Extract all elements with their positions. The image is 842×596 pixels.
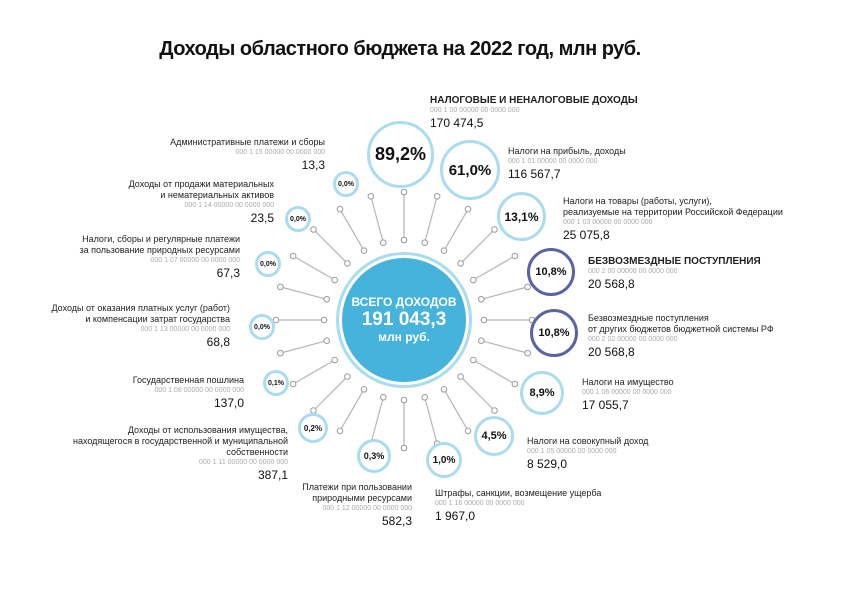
label-natural-resources: Платежи при пользовании природными ресур… (302, 482, 412, 528)
pct-bubble-goods-tax: 13,1% (497, 192, 546, 241)
spoke-line (472, 359, 516, 385)
spoke-node (524, 349, 531, 357)
spoke-node (457, 260, 464, 267)
pct-bubble-property-use: 0,2% (298, 413, 328, 443)
spoke-node (440, 247, 448, 255)
spoke-node (524, 283, 531, 291)
spoke-line (481, 286, 528, 300)
spoke-node (421, 239, 429, 247)
label-property-use: Доходы от использования имущества, наход… (72, 425, 288, 482)
spoke-node (477, 337, 485, 345)
spoke-node (400, 236, 408, 244)
spoke-node (277, 349, 284, 357)
pct-bubble-profit-tax: 61,0% (440, 140, 500, 200)
pct-bubble-admin-fees: 0,0% (333, 171, 359, 197)
spoke-node (360, 247, 368, 255)
label-fines: Штрафы, санкции, возмещение ущерба 000 1… (435, 488, 602, 523)
total-hub: ВСЕГО ДОХОДОВ 191 043,3 млн руб. (339, 255, 469, 385)
hub-total: 191 043,3 (361, 309, 447, 330)
label-aggregate-tax: Налоги на совокупный доход 000 1 05 0000… (527, 436, 649, 471)
spoke-node (400, 396, 408, 404)
spoke-node (331, 356, 339, 364)
spoke-node (331, 276, 339, 284)
pct-bubble-asset-sales: 0,0% (285, 206, 311, 232)
label-gratuitous: БЕЗВОЗМЕЗДНЫЕ ПОСТУПЛЕНИЯ 000 2 00 00000… (588, 256, 761, 291)
pct-bubble-state-duty: 0,1% (263, 370, 289, 396)
spoke-line (424, 196, 438, 243)
spoke-line (370, 397, 384, 444)
pct-bubble-interbudget: 10,8% (530, 309, 578, 357)
label-state-duty: Государственная пошлина 000 1 08 00000 0… (132, 375, 244, 410)
spoke-node (511, 252, 519, 260)
hub-unit: млн руб. (378, 330, 430, 344)
spoke-line (292, 255, 336, 281)
spoke-node (289, 380, 297, 388)
spoke-node (469, 356, 477, 364)
spoke-node (336, 205, 344, 213)
spoke-node (464, 205, 472, 213)
spoke-node (379, 393, 387, 401)
label-resource-fees: Налоги, сборы и регулярные платежи за по… (79, 234, 240, 280)
pct-bubble-paid-services: 0,0% (249, 314, 275, 340)
spoke-node (323, 337, 331, 345)
spoke-node (491, 407, 498, 414)
spoke-line (280, 286, 327, 300)
label-admin-fees: Административные платежи и сборы 000 1 1… (170, 137, 325, 172)
spoke-line (460, 376, 495, 411)
spoke-node (320, 316, 328, 324)
pct-bubble-gratuitous: 10,8% (527, 248, 575, 296)
spoke-line (292, 359, 336, 385)
spoke-node (400, 188, 408, 196)
spoke-line (370, 196, 384, 243)
spoke-node (457, 373, 464, 380)
spoke-node (480, 316, 488, 324)
spoke-line (443, 208, 469, 252)
spoke-line (280, 340, 327, 354)
pct-bubble-aggregate-tax: 4,5% (474, 416, 514, 456)
spoke-node (379, 239, 387, 247)
spoke-node (433, 193, 441, 200)
spoke-node (344, 260, 351, 267)
pct-bubble-fines: 1,0% (426, 442, 462, 478)
pct-bubble-tax-nontax: 89,2% (367, 121, 434, 188)
spoke-line (460, 229, 495, 264)
spoke-node (477, 295, 485, 303)
spoke-node (491, 226, 498, 233)
spoke-line (443, 388, 469, 432)
spoke-node (464, 427, 472, 435)
spoke-node (400, 444, 408, 452)
label-tax-nontax: НАЛОГОВЫЕ И НЕНАЛОГОВЫЕ ДОХОДЫ 000 1 00 … (430, 95, 638, 130)
spoke-node (310, 226, 317, 233)
spoke-node (323, 295, 331, 303)
page-title: Доходы областного бюджета на 2022 год, м… (159, 38, 641, 60)
spoke-line (339, 208, 365, 252)
label-property-tax: Налоги на имущество 000 1 06 00000 00 00… (582, 377, 674, 412)
label-profit-tax: Налоги на прибыль, доходы 000 1 01 00000… (508, 146, 626, 181)
spoke-node (344, 373, 351, 380)
spoke-line (472, 255, 516, 281)
spoke-node (421, 393, 429, 401)
label-asset-sales: Доходы от продажи материальных и нематер… (128, 179, 274, 225)
spoke-node (469, 276, 477, 284)
spoke-line (339, 388, 365, 432)
pct-bubble-natural-resources: 0,3% (357, 439, 391, 473)
hub-label: ВСЕГО ДОХОДОВ (351, 295, 457, 309)
spoke-node (511, 380, 519, 388)
spoke-node (440, 385, 448, 393)
spoke-node (367, 193, 375, 200)
label-interbudget: Безвозмездные поступления от других бюдж… (588, 313, 774, 359)
pct-bubble-resource-fees: 0,0% (255, 251, 281, 277)
pct-bubble-property-tax: 8,9% (520, 371, 564, 415)
spoke-line (313, 229, 348, 264)
spoke-line (424, 397, 438, 444)
spoke-node (360, 385, 368, 393)
spoke-node (277, 283, 284, 291)
label-paid-services: Доходы от оказания платных услуг (работ)… (51, 303, 230, 349)
spoke-node (336, 427, 344, 435)
spoke-line (481, 340, 528, 354)
label-goods-tax: Налоги на товары (работы, услуги), реали… (563, 196, 783, 242)
spoke-line (313, 376, 348, 411)
spoke-node (289, 252, 297, 260)
